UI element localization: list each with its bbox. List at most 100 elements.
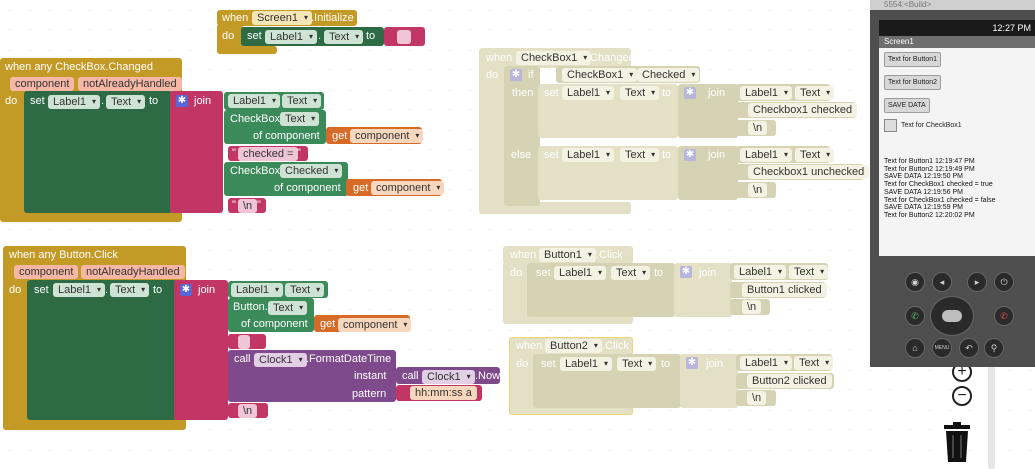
text-value[interactable]: Button1 clicked [742, 283, 827, 297]
quote-open: " [232, 147, 236, 159]
clock-dropdown[interactable]: Clock1 [422, 370, 475, 384]
component-dropdown[interactable]: Label1 [48, 95, 101, 109]
home-icon[interactable]: ⌂ [905, 338, 925, 358]
pattern-value[interactable]: hh:mm:ss a [410, 386, 477, 400]
screen1-dropdown[interactable]: Screen1 [252, 11, 312, 25]
camera-icon[interactable]: ◉ [905, 272, 925, 292]
text-value[interactable]: Button2 clicked [747, 374, 832, 388]
param-component[interactable]: component [14, 265, 79, 279]
property-dropdown[interactable]: Checked [280, 164, 343, 178]
app-checkbox[interactable] [884, 119, 897, 132]
end-call-icon[interactable]: ✆ [994, 306, 1014, 326]
newline-value[interactable]: \n [748, 183, 768, 197]
android-emulator[interactable]: 5554:<Build> 12:27 PM Screen1 Text for B… [870, 0, 1035, 367]
text-literal-value[interactable]: checked = [238, 147, 299, 161]
property-dropdown[interactable]: Text [282, 94, 322, 108]
to-label: to [149, 95, 159, 107]
volume-up-icon[interactable]: ▸ [967, 272, 987, 292]
gear-icon[interactable]: ✱ [176, 95, 188, 107]
newline-value[interactable]: \n [238, 404, 258, 418]
property-dropdown[interactable]: Text [620, 86, 660, 100]
app-button1[interactable]: Text for Button1 [884, 52, 942, 67]
set-label: set [544, 87, 559, 99]
empty-text-value[interactable] [238, 335, 250, 349]
param-not-already-handled[interactable]: notAlreadyHandled [78, 77, 182, 91]
property-dropdown[interactable]: Text [795, 148, 835, 162]
component-dropdown[interactable]: Label1 [53, 283, 106, 297]
power-icon[interactable]: ⏻ [994, 272, 1014, 292]
component-dropdown[interactable]: Label1 [562, 86, 615, 100]
property-dropdown[interactable]: Text [280, 112, 320, 126]
clock-dropdown[interactable]: Clock1 [254, 353, 307, 367]
param-not-already-handled[interactable]: notAlreadyHandled [81, 265, 185, 279]
component-dropdown[interactable]: CheckBox1 [516, 51, 592, 65]
component-dropdown[interactable]: Label1 [228, 94, 281, 108]
component-dropdown[interactable]: Button2 [545, 339, 602, 353]
component-dropdown[interactable]: Label1 [740, 86, 793, 100]
property-dropdown[interactable]: Text [611, 266, 651, 280]
component-dropdown[interactable]: Label1 [562, 148, 615, 162]
property-dropdown[interactable]: Text [106, 95, 146, 109]
volume-down-icon[interactable]: ◂ [932, 272, 952, 292]
variable-dropdown[interactable]: component [371, 181, 445, 195]
zoom-out-icon[interactable]: − [952, 386, 972, 406]
set-label1-text-block[interactable] [27, 280, 177, 420]
variable-dropdown[interactable]: component [338, 318, 412, 332]
then-text-value[interactable]: Checkbox1 checked [748, 103, 858, 117]
newline-value[interactable]: \n [238, 199, 258, 213]
app-checkbox-label: Text for CheckBox1 [901, 122, 962, 129]
else-label: else [511, 149, 532, 161]
component-dropdown[interactable]: Label1 [740, 148, 793, 162]
workspace-scrollbar[interactable] [988, 365, 995, 469]
device-screen[interactable]: 12:27 PM Screen1 Text for Button1 Text f… [879, 20, 1035, 256]
to-label: to [366, 30, 376, 42]
property-dropdown[interactable]: Text [617, 357, 657, 371]
to-label: to [661, 358, 671, 370]
gear-icon[interactable]: ✱ [686, 357, 698, 369]
component-dropdown[interactable]: Label1 [265, 30, 318, 44]
component-dropdown[interactable]: Label1 [734, 265, 787, 279]
event-name: .Changed [587, 52, 635, 64]
if-block[interactable] [504, 66, 540, 206]
component-dropdown[interactable]: Label1 [231, 283, 284, 297]
trash-icon[interactable] [942, 420, 972, 464]
gear-icon[interactable]: ✱ [684, 149, 696, 161]
variable-dropdown[interactable]: component [350, 129, 424, 143]
app-save-button[interactable]: SAVE DATA [884, 98, 930, 113]
property-dropdown[interactable]: Text [794, 356, 834, 370]
empty-text-value[interactable] [397, 30, 411, 44]
gear-icon[interactable]: ✱ [680, 266, 692, 278]
newline-value[interactable]: \n [742, 300, 762, 314]
component-dropdown[interactable]: Label1 [560, 357, 613, 371]
newline-value[interactable]: \n [747, 391, 767, 405]
join-label: join [699, 267, 717, 279]
gear-icon[interactable]: ✱ [180, 284, 192, 296]
property-dropdown[interactable]: Text [268, 301, 308, 315]
param-component[interactable]: component [10, 77, 75, 91]
search-icon[interactable]: ⚲ [984, 338, 1004, 358]
app-button2[interactable]: Text for Button2 [884, 75, 942, 90]
join-label: join [194, 95, 212, 107]
gear-icon[interactable]: ✱ [510, 69, 522, 81]
property-dropdown[interactable]: Text [324, 30, 364, 44]
component-dropdown[interactable]: Button1 [539, 248, 596, 262]
property-dropdown[interactable]: Text [110, 283, 150, 297]
property-dropdown[interactable]: Checked [637, 68, 700, 82]
set-label1-text-block[interactable] [24, 91, 172, 213]
property-dropdown[interactable]: Text [789, 265, 829, 279]
dpad-icon[interactable] [930, 296, 974, 336]
property-dropdown[interactable]: Text [620, 148, 660, 162]
menu-button[interactable]: MENU [932, 338, 952, 358]
component-dropdown[interactable]: Label1 [554, 266, 607, 280]
component-dropdown[interactable]: Label1 [740, 356, 793, 370]
property-dropdown[interactable]: Text [795, 86, 835, 100]
join-block[interactable] [174, 280, 228, 420]
component-dropdown[interactable]: CheckBox1 [562, 68, 638, 82]
back-icon[interactable]: ↶ [959, 338, 979, 358]
join-block[interactable] [170, 91, 223, 213]
property-dropdown[interactable]: Text [285, 283, 325, 297]
call-icon[interactable]: ✆ [905, 306, 925, 326]
newline-value[interactable]: \n [748, 121, 768, 135]
else-text-value[interactable]: Checkbox1 unchecked [748, 165, 870, 179]
gear-icon[interactable]: ✱ [684, 87, 696, 99]
